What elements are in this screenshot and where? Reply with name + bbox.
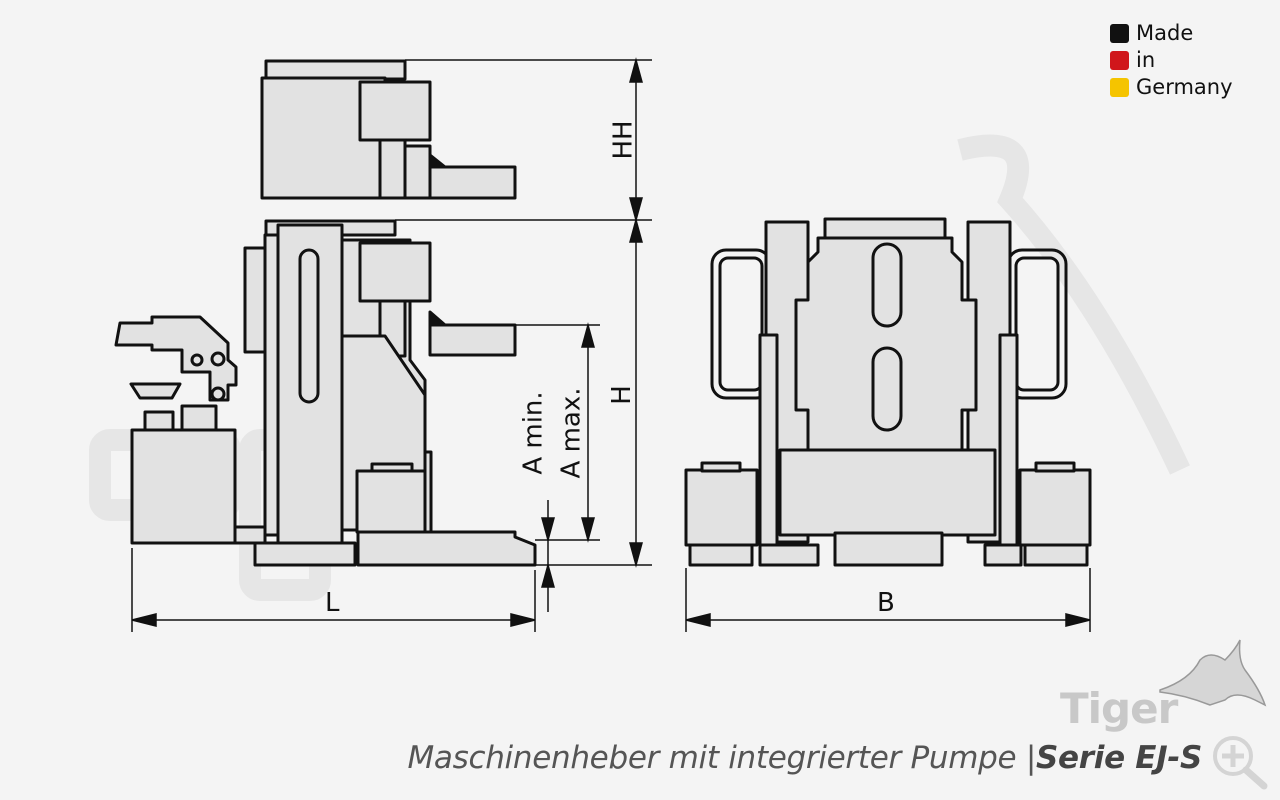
legend-item: in	[1110, 47, 1233, 74]
dimension-label-l: L	[325, 588, 340, 618]
side-view-lowered	[114, 219, 537, 567]
hand-pump	[114, 315, 238, 545]
legend-item: Made	[1110, 20, 1233, 47]
legend-label: in	[1136, 48, 1156, 72]
front-view	[684, 217, 1092, 567]
dimension-lines	[131, 57, 1091, 632]
zoom-in-icon[interactable]	[1213, 736, 1268, 790]
side-view-raised	[260, 59, 517, 200]
dimension-label-b: B	[877, 588, 895, 618]
legend-label: Made	[1136, 21, 1194, 45]
dimension-label-hh: HH	[608, 120, 639, 160]
caption-title: Maschinenheber mit integrierter Pumpe	[407, 740, 1017, 776]
legend-item: Germany	[1110, 74, 1233, 101]
red-swatch-icon	[1110, 51, 1129, 70]
dimension-label-a-min: A min.	[518, 391, 549, 475]
caption-separator: |	[1025, 740, 1036, 776]
caption-series: Serie EJ-S	[1036, 740, 1202, 776]
tiger-logo-text: Tiger	[1060, 684, 1178, 733]
gold-swatch-icon	[1110, 78, 1129, 97]
caption: Maschinenheber mit integrierter Pumpe |S…	[407, 740, 1202, 776]
black-swatch-icon	[1110, 24, 1129, 43]
tiger-logo-icon	[1159, 639, 1267, 707]
legend-label: Germany	[1136, 75, 1233, 99]
dimension-label-a-max: A max.	[556, 387, 587, 479]
dimension-label-h: H	[606, 385, 637, 405]
made-in-germany-legend: Made in Germany	[1110, 20, 1233, 101]
